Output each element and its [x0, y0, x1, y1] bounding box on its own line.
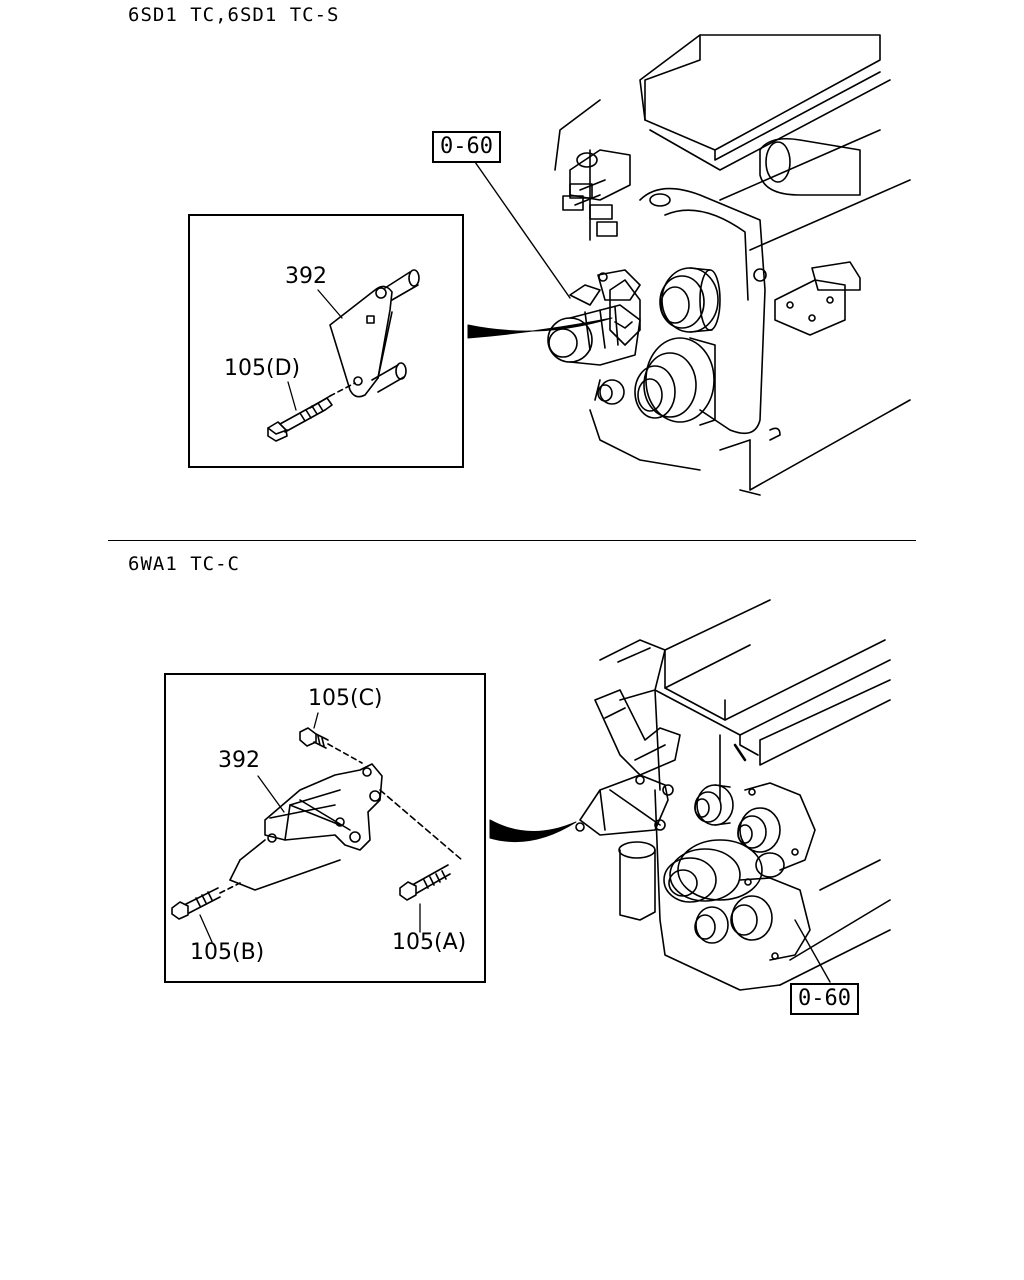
reference-box-1: 0-60 — [432, 131, 501, 163]
callout-392-inset-1: 392 — [285, 264, 327, 289]
inset-detail-box-2 — [164, 673, 486, 983]
section-divider — [108, 540, 916, 541]
inset-2-parts — [172, 713, 462, 942]
inset-detail-box-1 — [188, 214, 464, 468]
pointer-arrow-2 — [490, 820, 576, 842]
leader-line-ref-1 — [475, 162, 570, 298]
callout-105c: 105(C) — [308, 686, 383, 711]
section-1-title: 6SD1 TC,6SD1 TC-S — [128, 4, 340, 26]
callout-392-inset-2: 392 — [218, 748, 260, 773]
leader-line-ref-2 — [795, 920, 830, 982]
engine-illustration-1 — [548, 35, 910, 495]
callout-105a: 105(A) — [392, 930, 467, 955]
inset-1-parts — [268, 270, 419, 441]
engine-illustration-2 — [576, 600, 890, 990]
callout-105d: 105(D) — [224, 356, 301, 381]
reference-box-2: 0-60 — [790, 983, 859, 1015]
section-2-title: 6WA1 TC-C — [128, 553, 240, 575]
pointer-arrow-1 — [468, 318, 612, 338]
callout-105b: 105(B) — [190, 940, 265, 965]
